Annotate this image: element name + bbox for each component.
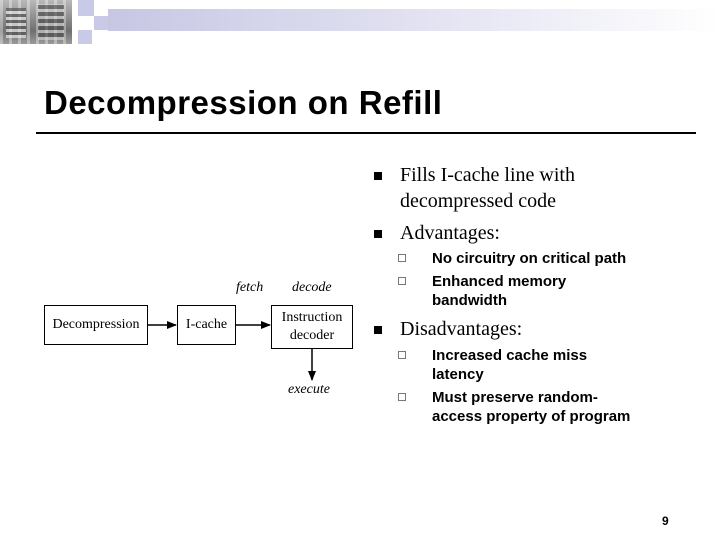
bullet-text: Advantages:: [400, 222, 500, 244]
square-bullet-icon: [374, 230, 382, 238]
slide-title: Decompression on Refill: [44, 84, 443, 121]
sub-bullet-text: Must preserve random-: [432, 389, 598, 406]
sub-bullet-text: access property of program: [432, 408, 631, 425]
sub-bullet-text: No circuitry on critical path: [432, 250, 627, 267]
sub-bullet-text: Increased cache miss: [432, 347, 588, 364]
hollow-square-bullet-icon: [398, 277, 406, 285]
decompression-box: Decompression: [44, 305, 148, 345]
title-divider: [36, 132, 696, 134]
instruction-decoder-label-line2: decoder: [289, 328, 335, 343]
header-square: [78, 0, 94, 16]
hollow-square-bullet-icon: [398, 351, 406, 359]
sub-bullet-text: bandwidth: [432, 292, 507, 309]
header-square: [94, 16, 108, 30]
instruction-decoder-box: Instruction decoder: [271, 305, 353, 349]
header-band: [108, 9, 720, 31]
hollow-square-bullet-icon: [398, 393, 406, 401]
bullet-text: decompressed code: [400, 190, 557, 212]
decompression-box-label: Decompression: [52, 317, 140, 332]
sub-bullet-text: latency: [432, 366, 484, 383]
bullet-text: Disadvantages:: [400, 318, 523, 340]
instruction-decoder-label-line1: Instruction: [281, 310, 343, 325]
square-bullet-icon: [374, 172, 382, 180]
header-square: [78, 30, 92, 44]
page-number: 9: [662, 514, 669, 528]
bullet-text: Fills I-cache line with: [400, 164, 575, 186]
header-photo: [0, 0, 72, 44]
decode-label: decode: [292, 280, 332, 295]
hollow-square-bullet-icon: [398, 254, 406, 262]
square-bullet-icon: [374, 326, 382, 334]
sub-bullet-text: Enhanced memory: [432, 273, 567, 290]
fetch-label: fetch: [236, 280, 264, 295]
icache-box-label: I-cache: [185, 317, 228, 332]
execute-label: execute: [288, 382, 330, 397]
icache-box: I-cache: [177, 305, 236, 345]
